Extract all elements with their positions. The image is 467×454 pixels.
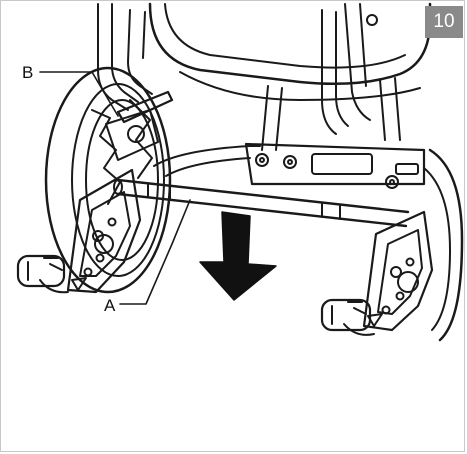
callout-label-a: A [104,296,116,315]
step-number-badge: 10 [425,6,463,38]
right-rear-wheel [423,148,464,342]
left-frame-tube [97,3,153,111]
right-frame-tube [321,3,401,141]
seat-body [148,2,432,101]
callout-a-leader [119,199,191,305]
left-foot-caster [16,254,69,294]
right-leg-bracket [362,210,434,332]
left-leg-bracket [66,168,142,294]
down-arrow-icon [199,211,277,301]
callout-label-b: B [22,63,34,82]
basket-bar [153,145,261,177]
rear-axle-panel [244,142,426,189]
right-foot-caster [320,298,375,336]
callout-b-leader [39,71,119,117]
brake-pedal-b [105,90,174,161]
crossbar-a [113,178,410,228]
center-support [261,85,283,151]
left-rear-wheel [44,66,172,294]
